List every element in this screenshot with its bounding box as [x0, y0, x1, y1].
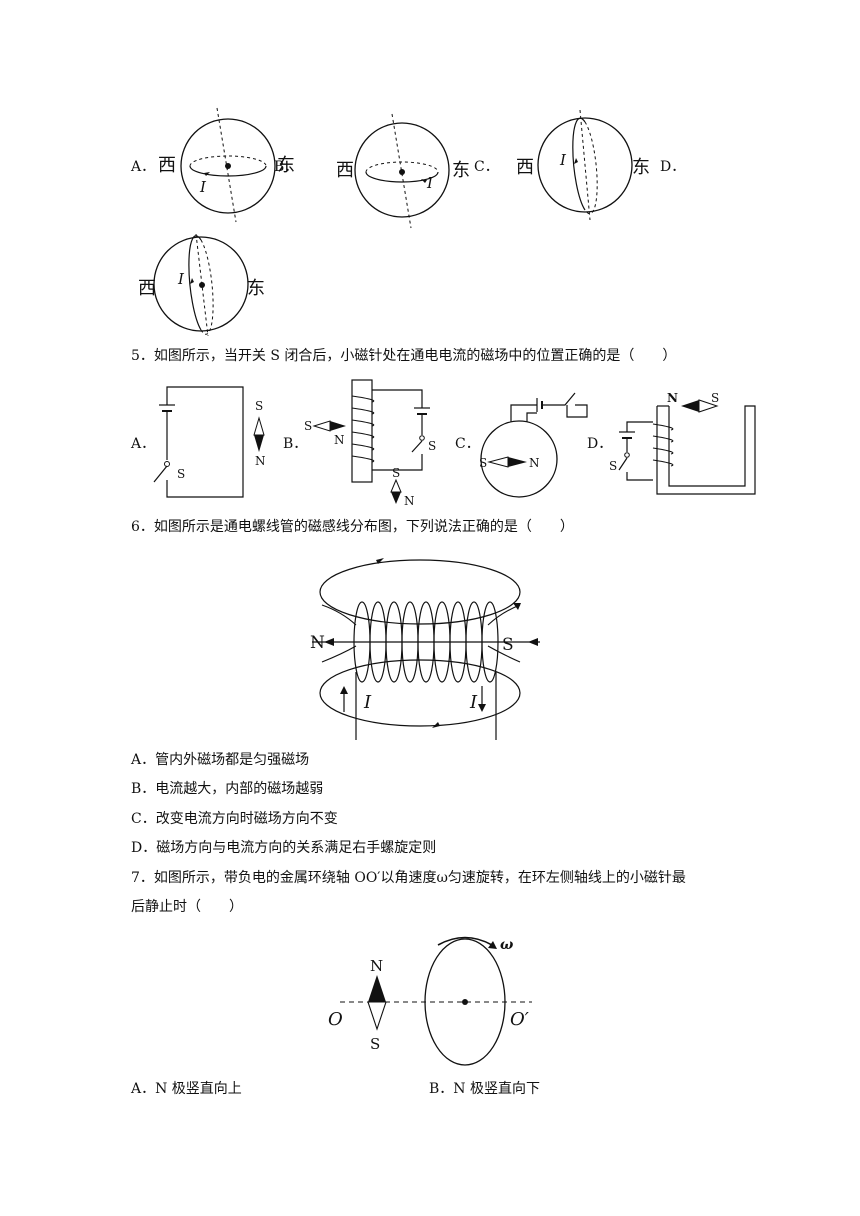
q4-d-current-label: I: [177, 270, 185, 288]
q6-option-b[interactable]: B．电流越大，内部的磁场越弱: [131, 781, 324, 797]
q6-option-a[interactable]: A．管内外磁场都是匀强磁场: [131, 752, 310, 768]
q6-figure-current-left: I: [363, 692, 372, 713]
q4-c-east-label: 东: [632, 157, 650, 178]
q5-a-needle-n: N: [255, 454, 266, 468]
q7-needle-n: N: [370, 957, 383, 975]
q5-a-switch-label: S: [177, 467, 185, 481]
q4-c-figure: I: [537, 109, 633, 221]
q4-a-figure: I: [180, 107, 276, 223]
q5-b-figure: S S N S N: [304, 379, 436, 508]
q5-stem: 5．如图所示，当开关 S 闭合后，小磁针处在通电电流的磁场中的位置正确的是（ ）: [131, 348, 677, 364]
q4-b-figure: I: [354, 113, 450, 229]
q5-d-needle-s: S: [711, 391, 719, 405]
q5-b-needle2-s: S: [392, 466, 400, 480]
q6-figure-n-label: N: [310, 633, 325, 653]
q4-c-current-label: I: [559, 151, 567, 169]
q4-b-current-label: I: [426, 174, 434, 192]
q7-omega-label: ω: [500, 937, 514, 953]
q7-stem-line2: 后静止时（ ）: [131, 899, 243, 915]
q5-a-figure: S S N: [153, 386, 266, 498]
q5-b-needle1-s: S: [304, 419, 312, 433]
q5-option-d-label[interactable]: D．: [587, 436, 613, 452]
q4-option-c-label[interactable]: C．: [474, 159, 499, 175]
q5-d-figure: S N S: [609, 391, 756, 495]
q6-option-c[interactable]: C．改变电流方向时磁场方向不变: [131, 811, 338, 827]
q4-a-west-label: 西: [158, 155, 176, 176]
q5-d-switch-label: S: [609, 459, 617, 473]
q4-d-figure: I: [153, 233, 249, 337]
q7-needle-s: S: [370, 1035, 380, 1053]
q4-option-b-label[interactable]: B．: [274, 159, 299, 175]
q7-axis-o: O: [328, 1009, 343, 1030]
q6-stem: 6．如图所示是通电螺线管的磁感线分布图，下列说法正确的是（ ）: [131, 519, 574, 535]
q4-b-east-label: 东: [452, 160, 470, 181]
q6-option-d[interactable]: D．磁场方向与电流方向的关系满足右手螺旋定则: [131, 840, 437, 856]
q5-b-switch-label: S: [428, 439, 436, 453]
q7-option-a[interactable]: A．N 极竖直向上: [131, 1081, 242, 1097]
q5-a-needle-s: S: [255, 399, 263, 413]
q7-axis-o-prime: O′: [510, 1009, 529, 1030]
q4-a-current-label: I: [199, 178, 207, 196]
q4-b-west-label: 西: [336, 160, 354, 181]
q6-solenoid-figure: N S I I: [310, 558, 540, 740]
q5-c-needle-s: S: [479, 456, 487, 470]
q5-b-needle2-n: N: [404, 494, 415, 508]
q6-figure-s-label: S: [502, 635, 514, 655]
q4-option-d-label[interactable]: D．: [660, 159, 686, 175]
q5-option-b-label[interactable]: B．: [283, 436, 308, 452]
q7-ring-figure: ω N S O O′: [328, 936, 532, 1066]
q5-option-a-label[interactable]: A．: [131, 436, 156, 452]
q5-c-figure: S N: [479, 392, 588, 498]
q4-a-east-label: 东: [277, 155, 295, 176]
q5-option-c-label[interactable]: C．: [455, 436, 480, 452]
q4-d-west-label: 西: [138, 278, 156, 299]
q5-c-needle-n: N: [529, 456, 540, 470]
q7-stem-line1: 7．如图所示，带负电的金属环绕轴 OO′以角速度ω匀速旋转，在环左侧轴线上的小磁…: [131, 870, 686, 886]
q5-d-needle-n: N: [667, 391, 678, 405]
q4-c-west-label: 西: [516, 157, 534, 178]
q7-option-b[interactable]: B．N 极竖直向下: [429, 1081, 540, 1097]
q4-option-a-label[interactable]: A．: [131, 159, 156, 175]
q5-b-needle1-n: N: [334, 433, 345, 447]
q4-d-east-label: 东: [247, 278, 265, 299]
q6-figure-current-right: I: [469, 692, 478, 713]
